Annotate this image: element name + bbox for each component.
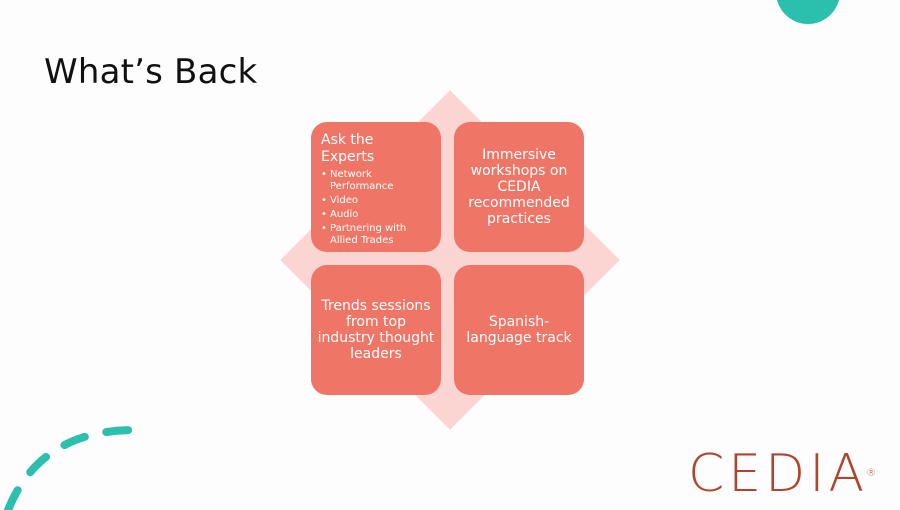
bullet-item: Audio xyxy=(321,209,431,221)
box-text: Spanish-language track xyxy=(466,314,572,346)
box-heading: Ask the Experts xyxy=(321,132,375,165)
slide-title: What’s Back xyxy=(44,52,258,92)
bullet-item: Partnering with Allied Trades xyxy=(321,223,431,247)
bullet-list: Network Performance Video Audio Partneri… xyxy=(321,169,431,247)
teal-circle-decoration-icon xyxy=(776,0,840,24)
box-immersive-workshops: Immersive workshops on CEDIA recommended… xyxy=(454,122,584,252)
logo-text: CEDIA xyxy=(688,444,869,504)
box-spanish-track: Spanish-language track xyxy=(454,265,584,395)
teal-dashed-arc-icon xyxy=(4,426,139,510)
box-trends-sessions: Trends sessions from top industry though… xyxy=(311,265,441,395)
registered-mark: ® xyxy=(866,468,877,479)
box-text: Trends sessions from top industry though… xyxy=(317,298,435,362)
box-ask-the-experts: Ask the Experts Network Performance Vide… xyxy=(311,122,441,252)
bullet-item: Video xyxy=(321,195,431,207)
bullet-item: Network Performance xyxy=(321,169,431,193)
box-text: Immersive workshops on CEDIA recommended… xyxy=(468,147,570,227)
cedia-logo: CEDIA® xyxy=(688,448,876,500)
